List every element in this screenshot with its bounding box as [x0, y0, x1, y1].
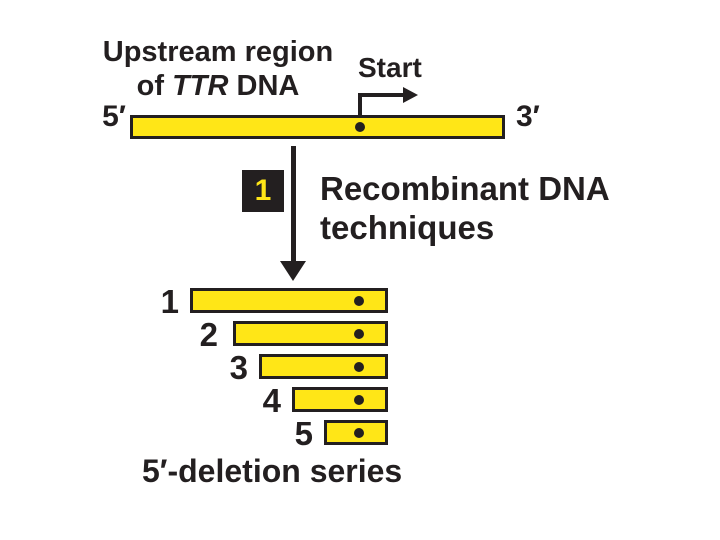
series-bar-1 — [190, 288, 388, 313]
three-prime-label: 3′ — [516, 100, 540, 133]
series-caption: 5′-deletion series — [142, 453, 403, 489]
upstream-dna-bar — [130, 115, 505, 139]
series-row-number: 4 — [262, 382, 281, 419]
step-label-line1: Recombinant DNA — [320, 170, 610, 207]
diagram-title: Upstream region of TTR DNA — [62, 35, 374, 103]
start-site-dot — [354, 295, 364, 306]
series-bar-2 — [233, 321, 388, 346]
title-line2-suffix: DNA — [228, 70, 300, 102]
series-row-number: 1 — [160, 283, 179, 320]
start-site-dot — [354, 328, 364, 339]
start-arrowhead-icon — [403, 87, 418, 103]
step-label-line2: techniques — [320, 209, 495, 246]
series-bar-5 — [324, 420, 388, 445]
title-line2-prefix: of — [136, 70, 173, 102]
series-bar-4 — [292, 387, 388, 412]
down-arrowhead-icon — [280, 261, 306, 281]
series-bar-3 — [259, 354, 388, 379]
step-label: Recombinant DNA techniques — [320, 169, 610, 247]
five-prime-label: 5′ — [102, 100, 126, 133]
start-label: Start — [358, 52, 422, 83]
series-row-number: 5 — [294, 415, 313, 452]
title-line2: of TTR DNA — [62, 69, 374, 103]
down-arrow-shaft — [291, 146, 296, 263]
start-site-dot — [354, 427, 364, 438]
step-number-badge: 1 — [242, 170, 284, 212]
title-line1: Upstream region — [102, 36, 334, 68]
start-site-dot — [354, 394, 364, 405]
gene-name: TTR — [172, 70, 229, 102]
start-site-dot — [354, 361, 364, 372]
start-site-dot — [355, 122, 365, 132]
series-row-number: 3 — [229, 349, 248, 386]
start-arrow-vertical-line — [358, 93, 362, 117]
series-row-number: 2 — [199, 316, 218, 353]
start-arrow-horizontal-line — [358, 93, 404, 97]
